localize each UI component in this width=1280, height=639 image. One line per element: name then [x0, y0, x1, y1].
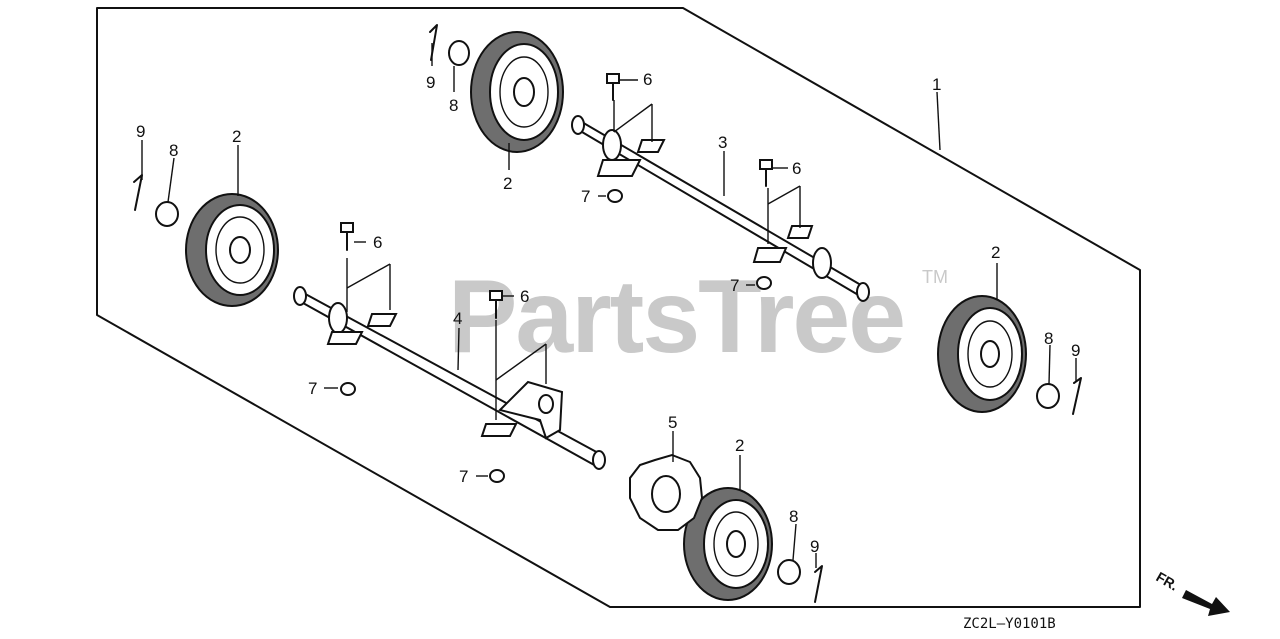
assembly-frame	[96, 7, 1141, 608]
watermark-text: PartsTree	[448, 259, 904, 375]
front-direction-indicator: FR.	[1153, 569, 1230, 616]
callout-6-c: 6	[373, 233, 382, 252]
wheel-right[interactable]	[937, 295, 1027, 413]
nut-b[interactable]	[756, 276, 772, 290]
callout-2-left: 2	[232, 127, 241, 146]
bolt-b[interactable]	[759, 159, 773, 187]
direction-arrow-icon	[1182, 590, 1230, 616]
gear-plate-5[interactable]	[629, 453, 704, 531]
cotter-pin-right[interactable]	[1072, 377, 1082, 415]
callout-8-right: 8	[1044, 329, 1053, 348]
washer-top[interactable]	[448, 40, 470, 66]
wheel-top[interactable]	[470, 31, 564, 153]
axle-3[interactable]	[571, 115, 870, 302]
bolt-c[interactable]	[340, 222, 354, 251]
washer-right[interactable]	[1036, 383, 1060, 409]
watermark-tm: TM	[922, 267, 948, 287]
callout-6-a: 6	[643, 70, 652, 89]
callout-9-bottom: 9	[810, 537, 819, 556]
callout-6-b: 6	[792, 159, 801, 178]
callout-9-top: 9	[426, 73, 435, 92]
direction-label: FR.	[1153, 569, 1181, 594]
callout-1: 1	[932, 75, 941, 94]
leader-lines	[141, 43, 1077, 568]
callout-8-bottom: 8	[789, 507, 798, 526]
callout-labels: 1 2 2 2 2 3 4 5 6 6 6 6 7 7 7 7 8 8 8 8 …	[136, 70, 1080, 556]
callout-3: 3	[718, 133, 727, 152]
callout-9-right: 9	[1071, 341, 1080, 360]
cotter-pin-bottom[interactable]	[814, 565, 823, 603]
callout-4: 4	[453, 309, 462, 328]
cotter-pin-left[interactable]	[133, 174, 143, 211]
wheel-bottom[interactable]	[683, 487, 773, 601]
callout-8-top: 8	[449, 96, 458, 115]
callout-7-a: 7	[581, 187, 590, 206]
washer-bottom[interactable]	[777, 559, 801, 585]
callout-2-right: 2	[991, 243, 1000, 262]
callout-2-top: 2	[503, 174, 512, 193]
nut-c[interactable]	[340, 382, 356, 396]
washer-left[interactable]	[155, 201, 179, 227]
cotter-pin-top[interactable]	[429, 24, 438, 61]
bolt-a[interactable]	[606, 73, 620, 101]
callout-7-d: 7	[459, 467, 468, 486]
callout-7-b: 7	[730, 276, 739, 295]
wheel-left[interactable]	[185, 193, 279, 307]
callout-8-left: 8	[169, 141, 178, 160]
callout-7-c: 7	[308, 379, 317, 398]
nut-a[interactable]	[607, 189, 623, 203]
callout-9-left: 9	[136, 122, 145, 141]
diagram-code: ZC2L—Y0101B	[963, 616, 1056, 632]
nut-d[interactable]	[489, 469, 505, 483]
callout-5: 5	[668, 413, 677, 432]
callout-2-bottom: 2	[735, 436, 744, 455]
axle-4[interactable]	[293, 286, 606, 470]
callout-6-d: 6	[520, 287, 529, 306]
